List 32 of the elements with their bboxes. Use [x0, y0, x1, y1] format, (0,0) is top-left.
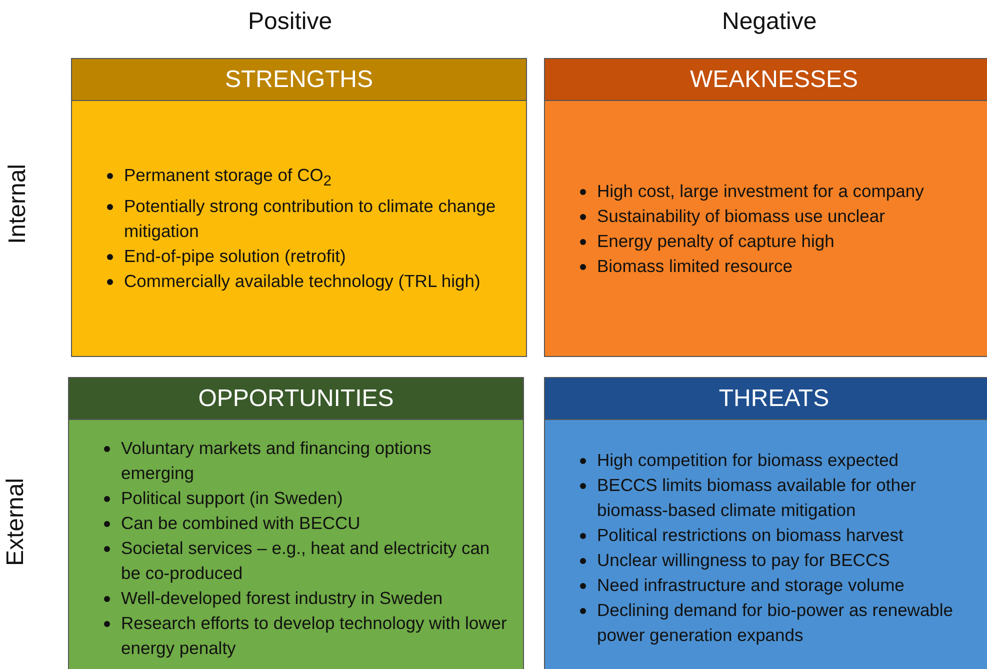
swot-quadrant: [68, 377, 524, 669]
bullet-item: Research efforts to develop technology with lower energy penalty: [99, 610, 507, 660]
bullet-item: Can be combined with BECCU: [99, 510, 507, 536]
bullet-item: Energy penalty of capture high: [575, 228, 987, 254]
bullet-item: Voluntary markets and financing options emerging: [99, 436, 507, 486]
row-heading: Internal: [4, 164, 32, 244]
quadrant-heading: THREATS: [545, 378, 987, 420]
swot-quadrant: [544, 377, 987, 669]
bullet-item: Commercially available technology (TRL high): [102, 269, 510, 294]
quadrant-heading: WEAKNESSES: [545, 59, 987, 101]
row-heading: External: [2, 478, 30, 566]
bullet-item: BECCS limits biomass available for other biomass-based climate mitigation: [575, 473, 987, 523]
bullet-item: Political support (in Sweden): [99, 486, 507, 510]
swot-quadrant: [71, 58, 527, 357]
bullet-item: Permanent storage of CO$_{2}$: [102, 162, 510, 194]
quadrant-heading: OPPORTUNITIES: [69, 378, 523, 420]
column-heading: Positive: [248, 8, 332, 36]
column-heading: Negative: [722, 8, 817, 36]
quadrant-heading: STRENGTHS: [72, 59, 526, 101]
bullet-item: End-of-pipe solution (retrofit): [102, 244, 510, 270]
bullet-item: Potentially strong contribution to climate change mitigation: [102, 194, 510, 244]
bullet-item: Societal services – e.g., heat and electricity can be co-produced: [99, 536, 507, 586]
bullet-item: Biomass limited resource: [575, 254, 987, 278]
swot-quadrant: [544, 58, 987, 357]
bullet-item: High competition for biomass expected: [575, 448, 987, 473]
bullet-item: Sustainability of biomass use unclear: [575, 204, 987, 228]
bullet-item: Need infrastructure and storage volume: [575, 573, 987, 598]
bullet-item: High cost, large investment for a company: [575, 178, 987, 204]
bullet-item: Well-developed forest industry in Sweden: [99, 586, 507, 610]
bullet-item: Declining demand for bio-power as renewable power generation expands: [575, 598, 987, 648]
bullet-item: Political restrictions on biomass harvest: [575, 523, 987, 548]
bullet-item: Unclear willingness to pay for BECCS: [575, 548, 987, 573]
